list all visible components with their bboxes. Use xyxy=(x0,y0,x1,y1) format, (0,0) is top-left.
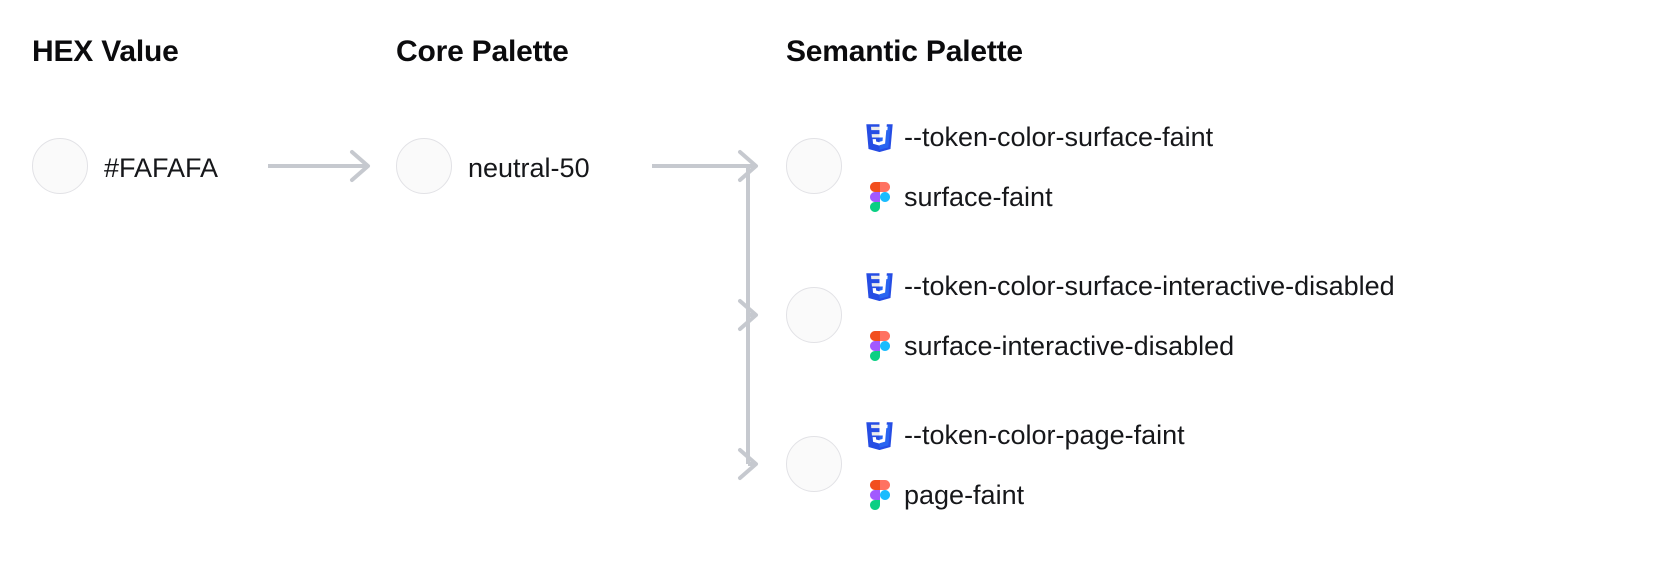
figma-token-line-2: page-faint xyxy=(866,476,1185,514)
figma-icon xyxy=(870,480,890,510)
arrowhead-semantic-0 xyxy=(738,150,758,182)
css3-icon xyxy=(866,123,893,152)
figma-icon xyxy=(870,331,890,361)
arrow-hex-to-core xyxy=(268,150,370,182)
figma-icon xyxy=(870,182,890,212)
figma-token-line-0: surface-faint xyxy=(866,178,1213,216)
figma-token-label-2: page-faint xyxy=(904,479,1025,510)
css-token-line-1: --token-color-surface-interactive-disabl… xyxy=(866,267,1395,305)
swatch-semantic-0 xyxy=(786,138,842,194)
core-palette-label: neutral-50 xyxy=(468,153,590,183)
css-token-label-1: --token-color-surface-interactive-disabl… xyxy=(904,270,1395,301)
arrowhead-semantic-2 xyxy=(738,448,758,480)
figma-token-line-1: surface-interactive-disabled xyxy=(866,327,1395,365)
semantic-entry-2: --token-color-page-faint page-faint xyxy=(866,416,1185,514)
swatch-semantic-2 xyxy=(786,436,842,492)
css-token-label-2: --token-color-page-faint xyxy=(904,419,1185,450)
arrowhead-semantic-1 xyxy=(738,299,758,331)
css3-icon xyxy=(866,421,893,450)
swatch-semantic-1 xyxy=(786,287,842,343)
hex-value-label: #FAFAFA xyxy=(104,153,219,183)
connector-core-to-semantic xyxy=(652,150,758,480)
semantic-entry-0: --token-color-surface-faint surface-fain… xyxy=(866,118,1213,216)
swatch-core-palette xyxy=(396,138,452,194)
css3-icon xyxy=(866,272,893,301)
figma-token-label-0: surface-faint xyxy=(904,181,1053,212)
column-heading-core-palette: Core Palette xyxy=(396,35,569,68)
column-heading-semantic-palette: Semantic Palette xyxy=(786,35,1023,68)
column-heading-hex-value: HEX Value xyxy=(32,35,179,68)
semantic-entry-1: --token-color-surface-interactive-disabl… xyxy=(866,267,1395,365)
css-token-line-0: --token-color-surface-faint xyxy=(866,118,1213,156)
css-token-label-0: --token-color-surface-faint xyxy=(904,121,1214,152)
swatch-hex-value xyxy=(32,138,88,194)
css-token-line-2: --token-color-page-faint xyxy=(866,416,1185,454)
figma-token-label-1: surface-interactive-disabled xyxy=(904,330,1235,361)
